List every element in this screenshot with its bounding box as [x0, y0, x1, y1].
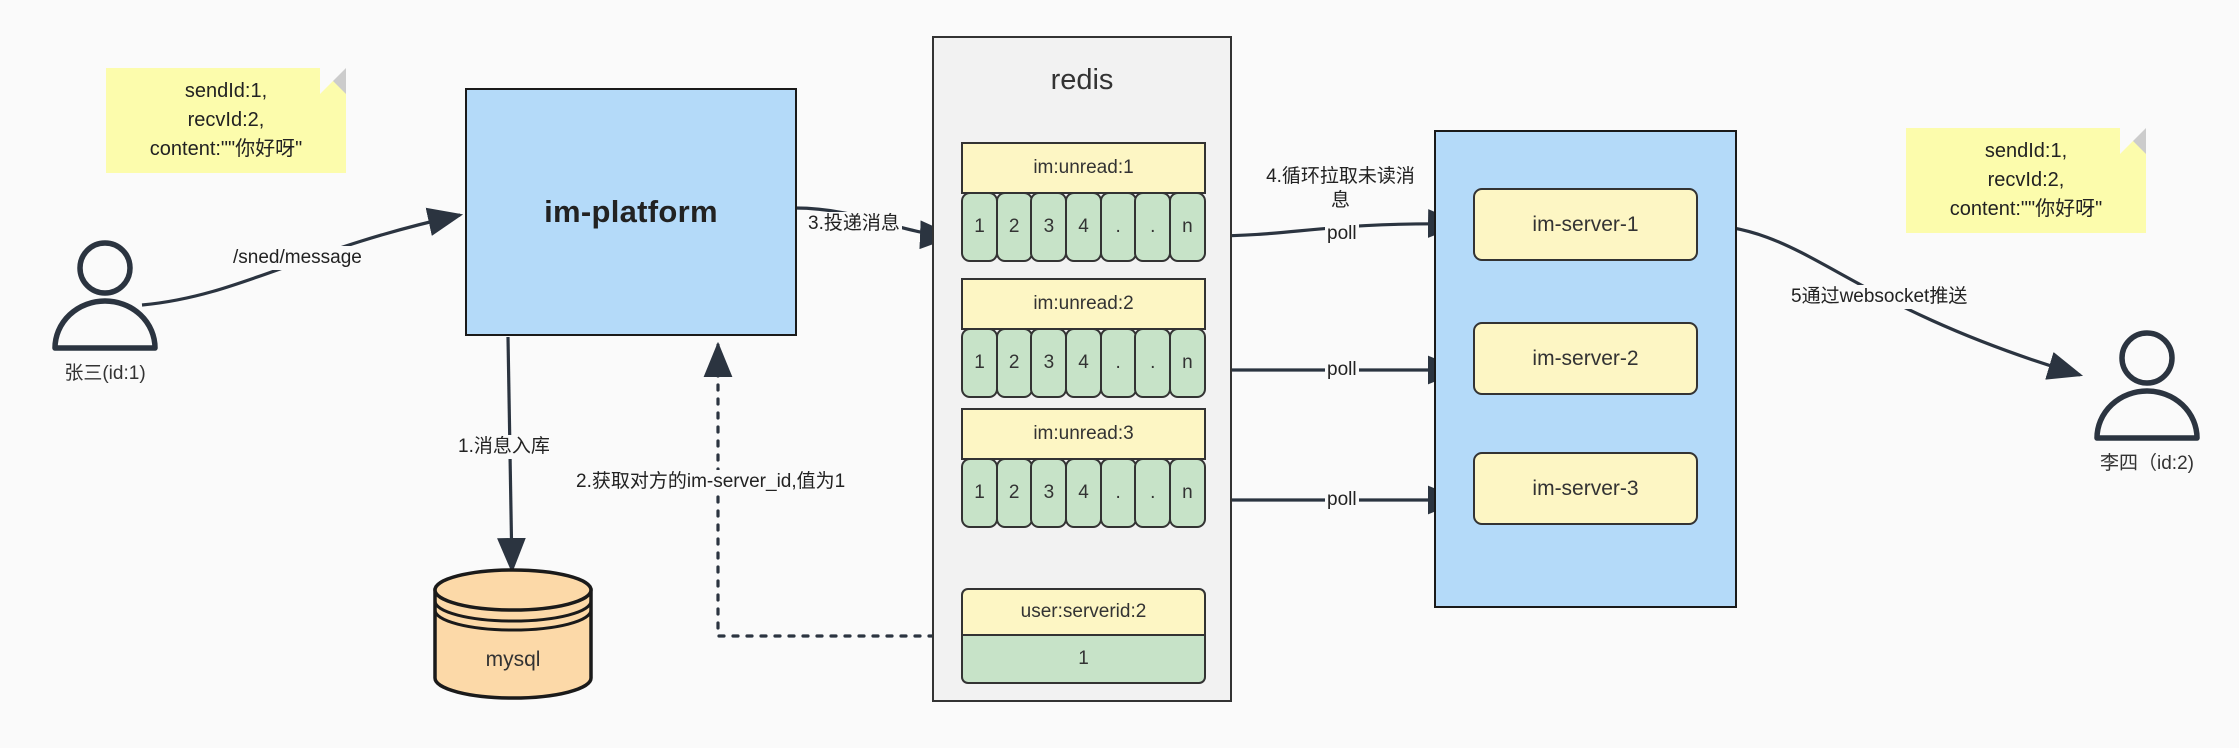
node-mysql[interactable]: mysql — [429, 568, 597, 700]
node-im-server-1-label: im-server-1 — [1532, 212, 1639, 236]
queue-cell[interactable]: 2 — [995, 328, 1033, 398]
note-right-line2: recvId:2, — [1987, 169, 2065, 191]
queue-cell[interactable]: 4 — [1064, 328, 1103, 398]
queue-cell[interactable]: . — [1099, 192, 1137, 262]
edge-label-step3: 3.投递消息 — [806, 212, 902, 236]
node-im-server-3-label: im-server-3 — [1532, 476, 1639, 500]
note-left-message-payload: sendId:1, recvId:2, content:""你好呀" — [106, 68, 346, 173]
actor-receiver: 李四（id:2) — [2082, 330, 2212, 474]
redis-queue-0: im:unread:1 1 2 3 4 . . n — [961, 142, 1206, 262]
queue-cell[interactable]: 1 — [961, 328, 999, 398]
redis-queue-2-cells: 1 2 3 4 . . n — [961, 458, 1206, 528]
queue-cell[interactable]: 4 — [1064, 192, 1103, 262]
redis-queue-1: im:unread:2 1 2 3 4 . . n — [961, 278, 1206, 398]
redis-queue-0-key: im:unread:1 — [961, 142, 1206, 194]
node-im-server-2[interactable]: im-server-2 — [1473, 322, 1698, 395]
node-redis-title: redis — [1050, 64, 1114, 96]
redis-kv-user-serverid: user:serverid:2 1 — [961, 588, 1206, 684]
node-im-server-2-label: im-server-2 — [1532, 346, 1639, 370]
redis-queue-2: im:unread:3 1 2 3 4 . . n — [961, 408, 1206, 528]
queue-cell[interactable]: 2 — [995, 458, 1033, 528]
note-left-line2: recvId:2, — [187, 109, 265, 131]
edge-label-poll-1: poll — [1325, 222, 1359, 246]
queue-cell[interactable]: 3 — [1030, 328, 1068, 398]
queue-cell[interactable]: . — [1134, 192, 1172, 262]
note-left-line1: sendId:1, — [184, 80, 268, 102]
edge-label-step5: 5通过websocket推送 — [1789, 285, 1970, 309]
queue-cell[interactable]: 1 — [961, 458, 999, 528]
edge-label-step2: 2.获取对方的im-server_id,值为1 — [574, 470, 848, 494]
redis-kv-key: user:serverid:2 — [961, 588, 1206, 636]
queue-cell[interactable]: n — [1168, 192, 1206, 262]
node-im-server-1[interactable]: im-server-1 — [1473, 188, 1698, 261]
actor-receiver-label: 李四（id:2) — [2100, 453, 2194, 474]
queue-cell[interactable]: 1 — [961, 192, 999, 262]
node-im-platform-label: im-platform — [544, 194, 718, 229]
queue-cell[interactable]: n — [1168, 328, 1206, 398]
queue-cell[interactable]: . — [1134, 458, 1172, 528]
edge-label-step1: 1.消息入库 — [456, 435, 552, 459]
queue-cell[interactable]: 3 — [1030, 458, 1068, 528]
edge-label-poll-2: poll — [1325, 358, 1359, 382]
node-mysql-label: mysql — [485, 648, 541, 671]
edge-label-send-message: /sned/message — [231, 246, 364, 270]
node-im-platform[interactable]: im-platform — [465, 88, 797, 336]
note-left-line3: content:""你好呀" — [149, 138, 303, 160]
node-im-server-3[interactable]: im-server-3 — [1473, 452, 1698, 525]
redis-queue-2-key: im:unread:3 — [961, 408, 1206, 460]
person-icon — [2094, 330, 2200, 441]
actor-sender-label: 张三(id:1) — [64, 363, 146, 384]
note-right-message-payload: sendId:1, recvId:2, content:""你好呀" — [1906, 128, 2146, 233]
queue-cell[interactable]: . — [1099, 458, 1137, 528]
redis-queue-1-key: im:unread:2 — [961, 278, 1206, 330]
redis-queue-0-cells: 1 2 3 4 . . n — [961, 192, 1206, 262]
redis-kv-value[interactable]: 1 — [961, 636, 1206, 684]
queue-cell[interactable]: n — [1168, 458, 1206, 528]
edge-label-poll-3: poll — [1325, 488, 1359, 512]
queue-cell[interactable]: . — [1134, 328, 1172, 398]
redis-queue-1-cells: 1 2 3 4 . . n — [961, 328, 1206, 398]
queue-cell[interactable]: 4 — [1064, 458, 1103, 528]
actor-sender: 张三(id:1) — [40, 240, 170, 384]
edge-label-step4: 4.循环拉取未读消息 — [1256, 165, 1425, 213]
note-right-line3: content:""你好呀" — [1949, 198, 2103, 220]
queue-cell[interactable]: 3 — [1030, 192, 1068, 262]
database-cylinder-icon — [433, 568, 593, 700]
queue-cell[interactable]: 2 — [995, 192, 1033, 262]
note-right-line1: sendId:1, — [1984, 140, 2068, 162]
queue-cell[interactable]: . — [1099, 328, 1137, 398]
person-icon — [52, 240, 158, 351]
